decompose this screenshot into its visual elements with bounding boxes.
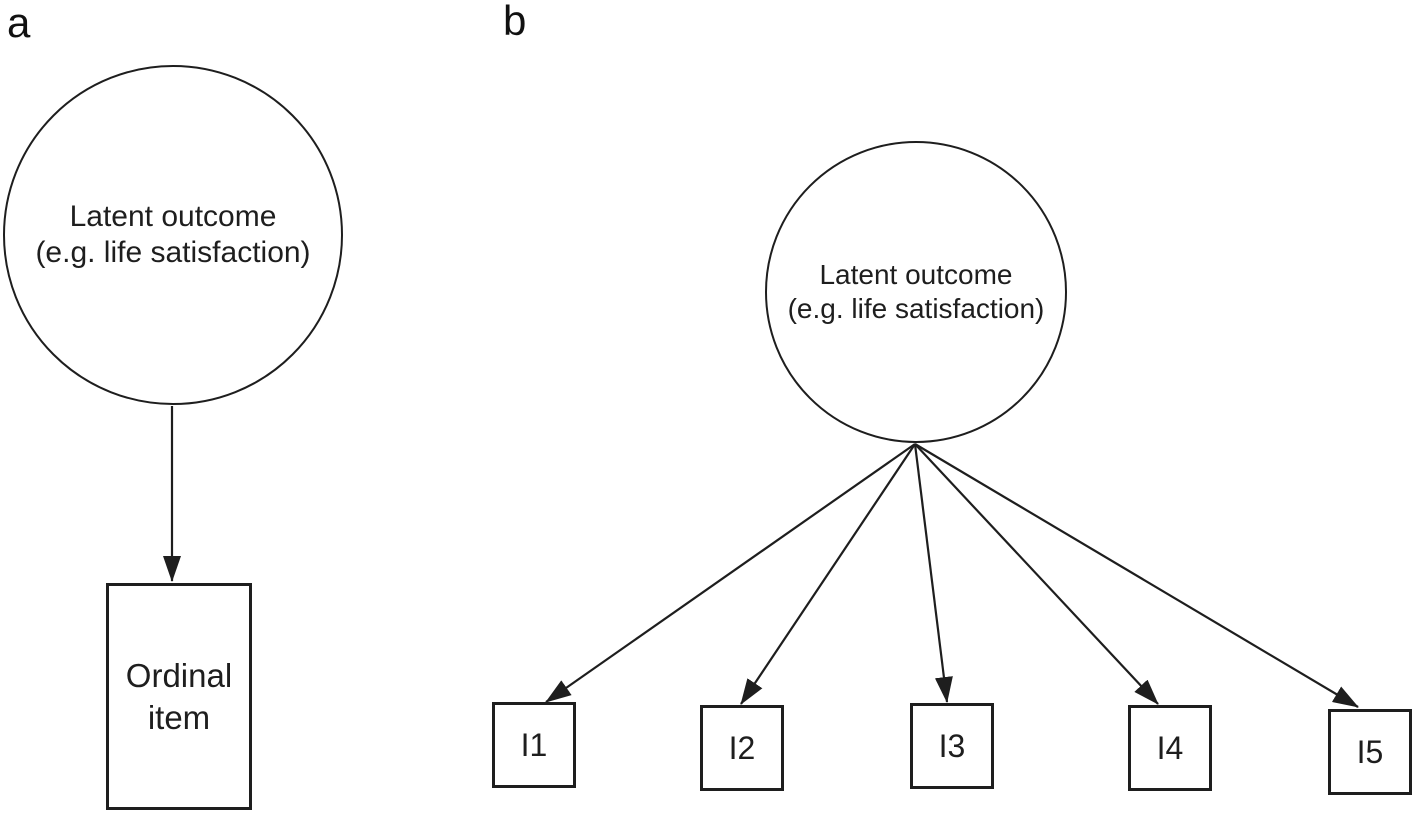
panel-b-item-box-i5: I5 xyxy=(1328,709,1412,795)
arrow-latent-to-i2 xyxy=(740,443,916,705)
arrow-latent-to-i3 xyxy=(913,443,953,703)
panel-b-item-box-i1: I1 xyxy=(492,702,576,788)
panel-b-item-box-i3: I3 xyxy=(910,703,994,789)
panel-a-latent-label-line2: (e.g. life satisfaction) xyxy=(35,236,311,269)
arrow-latent-to-i4 xyxy=(914,443,1159,705)
panel-b-item-label-i1: I1 xyxy=(520,726,548,763)
panel-b-latent-label-line2: (e.g. life satisfaction) xyxy=(787,293,1045,324)
panel-b-item-label-i3: I3 xyxy=(938,727,966,764)
panel-b-latent-label-line1: Latent outcome xyxy=(819,259,1013,291)
arrow-latent-to-i5 xyxy=(914,443,1359,708)
panel-b-item-box-i2: I2 xyxy=(700,705,784,791)
panel-a-ordinal-item-node: Ordinal item xyxy=(106,583,252,810)
panel-b-item-label-i2: I2 xyxy=(728,729,756,766)
panel-a-ordinal-item-label: Ordinal item xyxy=(125,656,233,736)
panel-a-latent-label-line1: Latent outcome xyxy=(69,200,277,233)
panel-b-latent-node: Latent outcome (e.g. life satisfaction) xyxy=(765,141,1067,443)
panel-a-latent-node: Latent outcome (e.g. life satisfaction) xyxy=(3,65,343,405)
panel-b-item-box-i4: I4 xyxy=(1128,705,1212,791)
arrow-latent-to-i1 xyxy=(545,443,916,703)
panel-b-label: b xyxy=(503,0,527,44)
panel-b-item-label-i4: I4 xyxy=(1156,729,1184,766)
panel-a-label: a xyxy=(7,0,31,46)
panel-b-item-label-i5: I5 xyxy=(1356,733,1384,770)
